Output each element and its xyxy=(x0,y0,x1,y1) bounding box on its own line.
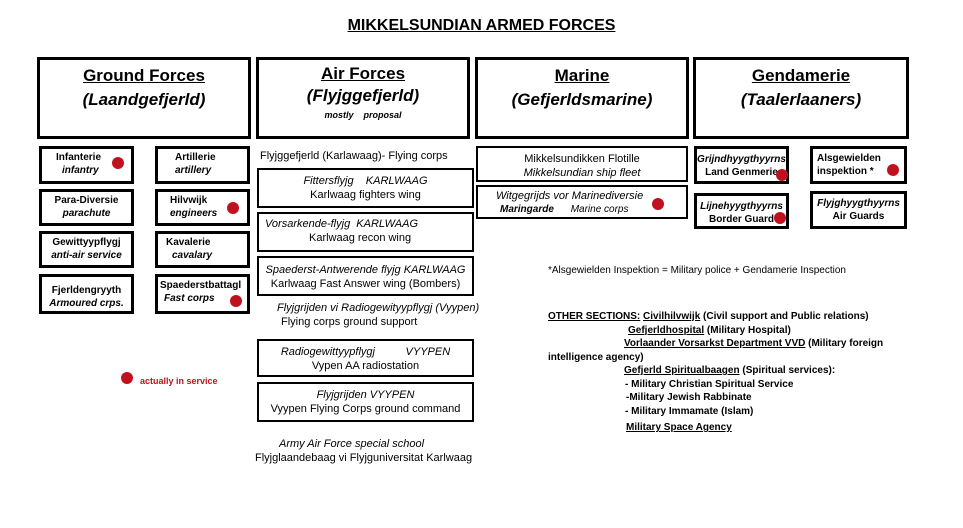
footnote: *Alsgewielden Inspektion = Military poli… xyxy=(548,265,846,276)
unit-cavalry: Kavalerie cavalary xyxy=(155,231,250,268)
gendarmerie-header: Gendamerie (Taalerlaaners) xyxy=(693,57,909,139)
unit-infantry: Infanterie infantry xyxy=(39,146,134,184)
in-service-dot xyxy=(776,169,788,181)
ground-forces-header: Ground Forces (Laandgefjerld) xyxy=(37,57,251,139)
air-forces-title: Air Forces xyxy=(320,64,406,83)
spiritual-item: - Military Immamate (Islam) xyxy=(625,405,754,417)
other-spiritual: Gefjerld Spiritualbaagen (Spiritual serv… xyxy=(624,365,836,376)
air-recon-wing: Vorsarkende-flyjg KARLWAAG Karlwaag reco… xyxy=(257,212,474,252)
unit-parachute: Para-Diversie parachute xyxy=(39,189,134,226)
air-corps-label: Flyjggefjerld (Karlawaag)- Flying corps xyxy=(260,150,448,162)
air-forces-note: mostly proposal xyxy=(324,110,402,120)
unit-inspection: Alsgewielden inspektion * xyxy=(810,146,907,184)
in-service-dot xyxy=(652,198,664,210)
other-intelligence-cont: intelligence agency) xyxy=(548,351,644,363)
marine-subtitle: (Gefjerldsmarine) xyxy=(511,90,653,109)
ground-forces-title: Ground Forces xyxy=(83,66,205,85)
legend-label: actually in service xyxy=(140,376,218,386)
unit-armoured: Fjerldengryyth Armoured crps. xyxy=(39,274,134,314)
in-service-dot xyxy=(774,212,786,224)
air-forces-subtitle: (Flyjggefjerld) xyxy=(306,86,420,105)
legend-dot xyxy=(121,372,133,384)
spiritual-item: - Military Christian Spiritual Service xyxy=(625,378,794,390)
unit-fast-corps: Spaederstbattagl Fast corps xyxy=(155,274,250,314)
in-service-dot xyxy=(887,164,899,176)
air-aa-radiostation: Radiogewittyypflygj VYYPEN Vypen AA radi… xyxy=(257,339,474,377)
other-civil: OTHER SECTIONS: Civilhilvwijk (Civil sup… xyxy=(548,311,869,322)
other-intelligence: Vorlaander Vorsarkst Department VVD (Mil… xyxy=(624,338,884,349)
air-fighters-wing: Fittersflyjg KARLWAAG Karlwaag fighters … xyxy=(257,168,474,208)
gendarmerie-subtitle: (Taalerlaaners) xyxy=(740,90,862,109)
ground-forces-subtitle: (Laandgefjerld) xyxy=(82,90,206,109)
unit-artillery: Artillerie artillery xyxy=(155,146,250,184)
in-service-dot xyxy=(112,157,124,169)
in-service-dot xyxy=(227,202,239,214)
unit-engineers: Hilvwijk engineers xyxy=(155,189,250,226)
marine-corps: Witgegrijds vor Marinediversie Maringard… xyxy=(476,185,688,219)
air-forces-header: Air Forces (Flyjggefjerld) mostly propos… xyxy=(256,57,470,139)
unit-border-guard: Lijnehyygthyyrns Border Guard xyxy=(694,193,789,229)
other-sections: OTHER SECTIONS: Civilhilvwijk (Civil sup… xyxy=(548,310,908,435)
unit-land-gendarmerie: Grijndhyygthyyrns Land Genmerie xyxy=(694,146,789,184)
unit-anti-air: Gewittyypflygj anti-air service xyxy=(39,231,134,268)
spiritual-item: -Military Jewish Rabbinate xyxy=(626,392,752,403)
air-fast-answer-wing: Spaederst-Antwerende flyjg KARLWAAG Karl… xyxy=(257,256,474,296)
marine-title: Marine xyxy=(554,66,610,85)
marine-header: Marine (Gefjerldsmarine) xyxy=(475,57,689,139)
air-ground-support: Flyjgrijden vi Radiogewityypflygj (Vyype… xyxy=(277,302,480,328)
in-service-dot xyxy=(230,295,242,307)
marine-flotilla: Mikkelsundikken Flotille Mikkelsundian s… xyxy=(476,146,688,182)
air-special-school: Army Air Force special school Flyjglaand… xyxy=(255,438,473,464)
air-ground-command: Flyjgrijden VYYPEN Vyypen Flying Corps g… xyxy=(257,382,474,422)
other-space-agency: Military Space Agency xyxy=(626,422,732,433)
other-hospital: Gefjerldhospital (Military Hospital) xyxy=(628,324,791,336)
page-title: MIKKELSUNDIAN ARMED FORCES xyxy=(347,17,616,34)
unit-air-guards: Flyjghyygthyyrns Air Guards xyxy=(810,191,907,229)
gendarmerie-title: Gendamerie xyxy=(751,66,851,85)
